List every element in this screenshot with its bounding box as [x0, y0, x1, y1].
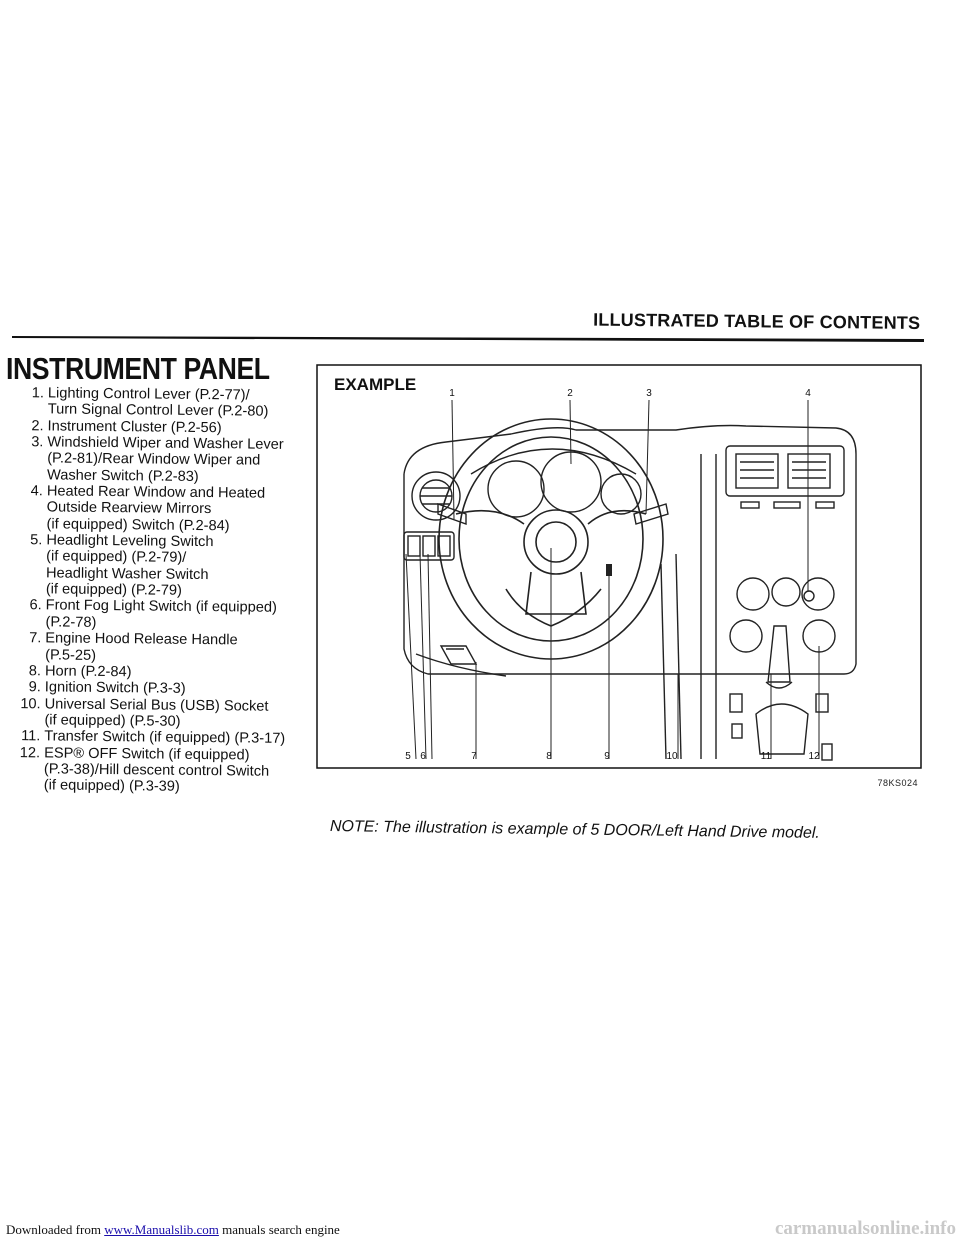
- callout-number: 10: [666, 751, 678, 762]
- toc-item-number: [6, 761, 44, 778]
- callout-number: 6: [420, 751, 426, 762]
- toc-item-number: 8.: [28, 663, 42, 680]
- manualslib-link[interactable]: www.Manualslib.com: [104, 1222, 219, 1237]
- toc-item-number: [9, 499, 47, 516]
- callouts-top: 1 2 3 4: [449, 388, 811, 399]
- control-stalks: [437, 503, 669, 525]
- toc-item-text: (if equipped) (P.3-39): [43, 777, 180, 796]
- download-source-line: Downloaded from www.Manualslib.com manua…: [6, 1222, 340, 1238]
- callout-number: 8: [546, 751, 552, 762]
- toc-item-number: 5.: [30, 532, 43, 549]
- toc-item-number: 10.: [20, 695, 41, 712]
- figure-frame: [316, 364, 922, 769]
- callout-number: 12: [808, 751, 820, 762]
- toc-item-number: 2.: [31, 417, 44, 435]
- callout-number: 2: [567, 388, 573, 399]
- toc-item-number: 7.: [29, 630, 42, 647]
- toc-item-number: [9, 450, 47, 467]
- figure-code: 78KS024: [877, 778, 918, 788]
- toc-item-number: [10, 401, 48, 418]
- toc-item-number: 1.: [31, 385, 44, 402]
- ignition-switch: [606, 564, 612, 576]
- switch-bank-left: [403, 531, 455, 561]
- callout-number: 4: [805, 388, 811, 399]
- figure-label: EXAMPLE: [334, 375, 416, 394]
- toc-item-number: 12.: [19, 744, 41, 761]
- toc-item-number: [6, 777, 44, 794]
- toc-item-number: 11.: [21, 728, 41, 745]
- toc-item-number: [8, 581, 46, 598]
- site-watermark: carmanualsonline.info: [774, 1218, 956, 1239]
- header-rule: [12, 336, 924, 342]
- toc-item-number: [7, 646, 45, 663]
- toc-item-line: (if equipped) (P.3-39): [6, 777, 306, 796]
- instrument-panel-illustration: EXAMPLE: [316, 364, 922, 769]
- figure-note: NOTE: The illustration is example of 5 D…: [329, 818, 820, 842]
- section-title: INSTRUMENT PANEL: [6, 351, 270, 386]
- download-prefix: Downloaded from: [6, 1222, 105, 1237]
- page-header-title: ILLUSTRATED TABLE OF CONTENTS: [592, 309, 921, 334]
- leader-lines: [405, 399, 820, 760]
- toc-item-number: [9, 467, 47, 484]
- callout-number: 9: [604, 751, 610, 762]
- download-suffix: manuals search engine: [218, 1222, 340, 1237]
- callout-number: 5: [405, 751, 411, 762]
- toc-item-number: [6, 712, 44, 729]
- center-console: [725, 445, 845, 761]
- toc-item-number: [8, 565, 46, 582]
- air-vent-left: [411, 471, 461, 521]
- toc-item-number: 4.: [30, 483, 43, 500]
- toc-item-number: [8, 548, 46, 565]
- dashboard-outline: [403, 424, 857, 760]
- toc-item-number: [7, 614, 45, 631]
- toc-item-number: [8, 516, 46, 533]
- toc-item-number: 9.: [28, 679, 41, 696]
- callout-number: 3: [646, 388, 652, 399]
- callout-number: 7: [471, 751, 477, 762]
- callout-number: 11: [761, 751, 772, 762]
- callout-number: 1: [449, 388, 455, 399]
- toc-list: 1.Lighting Control Lever (P.2-77)/Turn S…: [6, 385, 310, 797]
- toc-item-number: 6.: [29, 597, 42, 614]
- toc-item-number: 3.: [31, 434, 44, 451]
